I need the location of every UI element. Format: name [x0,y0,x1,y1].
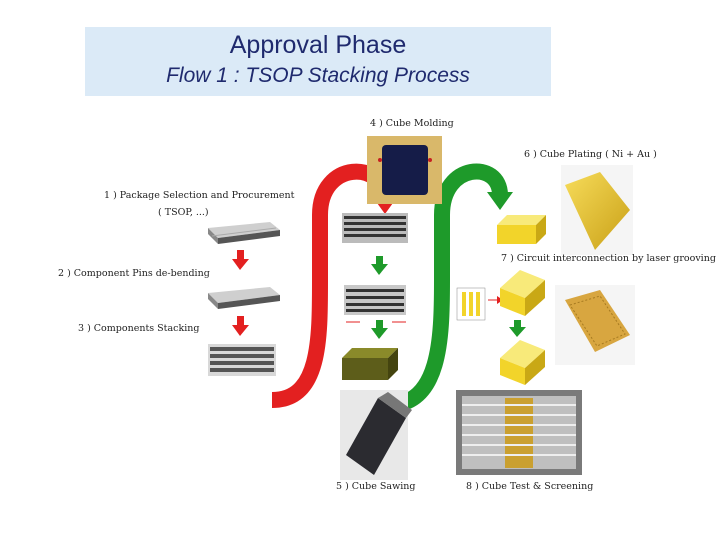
debent-package-image [208,287,280,309]
tsop-package-image [208,222,280,244]
step-3-label: 3 ) Components Stacking [78,323,200,334]
final-cube-image [500,340,545,385]
laser-circuit-detail [456,287,503,321]
down-arrow-green-3 [509,320,526,337]
down-arrow-red-1 [232,250,249,270]
step-1-label: 1 ) Package Selection and Procurement [104,190,295,201]
step-7-label: 7 ) Circuit interconnection by laser gro… [501,253,716,264]
page-subtitle: Flow 1 : TSOP Stacking Process [166,64,470,87]
step-8-label: 8 ) Cube Test & Screening [466,481,594,492]
step-5-label: 5 ) Cube Sawing [336,481,416,492]
green-cube-image [342,348,398,380]
grooved-cube-image [500,270,545,316]
yellow-cube-image [497,215,546,244]
down-arrow-green-1 [371,256,388,275]
step-1-sublabel: ( TSOP, ...) [158,207,209,218]
down-arrow-red-2 [232,316,249,336]
plated-cube-photo [561,165,633,255]
step-4-label: 4 ) Cube Molding [370,118,454,129]
sawed-cube-photo [340,390,412,480]
step-2-label: 2 ) Component Pins de-bending [58,268,210,279]
components-stack-image [208,344,276,376]
step-6-label: 6 ) Cube Plating ( Ni + Au ) [524,149,657,160]
molded-cube-photo [367,136,442,204]
title-box: Approval Phase Flow 1 : TSOP Stacking Pr… [85,27,551,96]
green-flow-arrow [387,163,508,413]
laser-grooved-cube-photo [555,285,635,365]
page-title: Approval Phase [229,31,407,59]
sawing-section-image [344,285,406,323]
down-arrow-green-2 [371,320,388,339]
molded-stack-image [342,213,408,243]
green-arrowhead [487,192,513,210]
cube-test-socket-photo [456,390,582,475]
